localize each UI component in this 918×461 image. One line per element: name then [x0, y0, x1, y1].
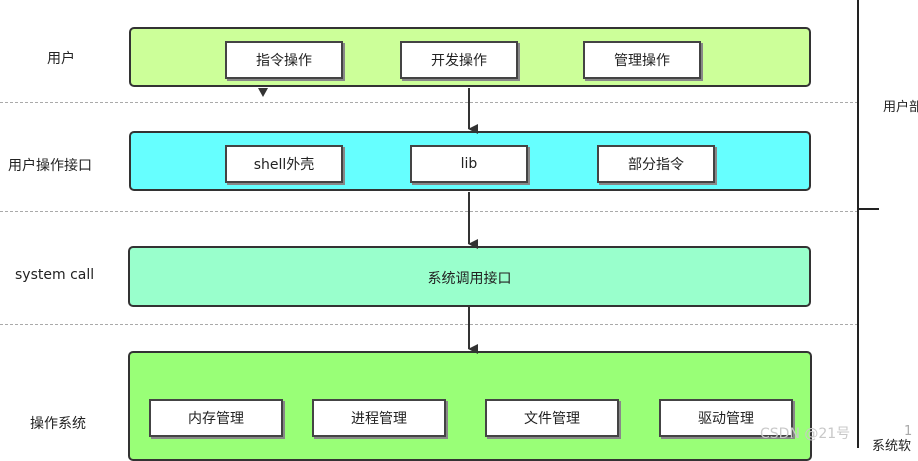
layer-label-user: 用户	[47, 51, 75, 67]
syscall-interface-label: 系统调用接口	[427, 271, 512, 287]
layer-separator	[0, 324, 858, 325]
side-bracket-line	[857, 0, 859, 448]
layer-label-user-interface: 用户操作接口	[8, 158, 92, 174]
csdn-watermark: CSDN @21号	[760, 426, 851, 442]
side-bracket-tick	[857, 208, 879, 210]
node-instruction-ops: 指令操作	[225, 41, 343, 79]
os-layer-box: 内存管理 进程管理 文件管理 驱动管理	[128, 351, 812, 461]
user-layer-box: 指令操作 开发操作 管理操作	[129, 27, 811, 87]
arrows-layer	[258, 88, 478, 354]
layer-label-system-call: system call	[15, 267, 95, 283]
node-file-management: 文件管理	[485, 399, 619, 437]
node-development-ops: 开发操作	[400, 41, 518, 79]
side-label-user-part: 用户部	[883, 100, 918, 115]
layer-separator	[0, 102, 858, 103]
node-memory-management: 内存管理	[149, 399, 283, 437]
node-driver-management: 驱动管理	[659, 399, 793, 437]
side-label-number: 1	[904, 424, 913, 439]
small-arrow-head	[258, 88, 268, 97]
layer-label-os: 操作系统	[30, 416, 86, 432]
node-shell: shell外壳	[225, 145, 343, 183]
node-process-management: 进程管理	[312, 399, 446, 437]
layer-separator	[0, 211, 858, 212]
interface-layer-box: shell外壳 lib 部分指令	[129, 131, 811, 191]
node-partial-instructions: 部分指令	[597, 145, 715, 183]
node-lib: lib	[410, 145, 528, 183]
node-management-ops: 管理操作	[583, 41, 701, 79]
